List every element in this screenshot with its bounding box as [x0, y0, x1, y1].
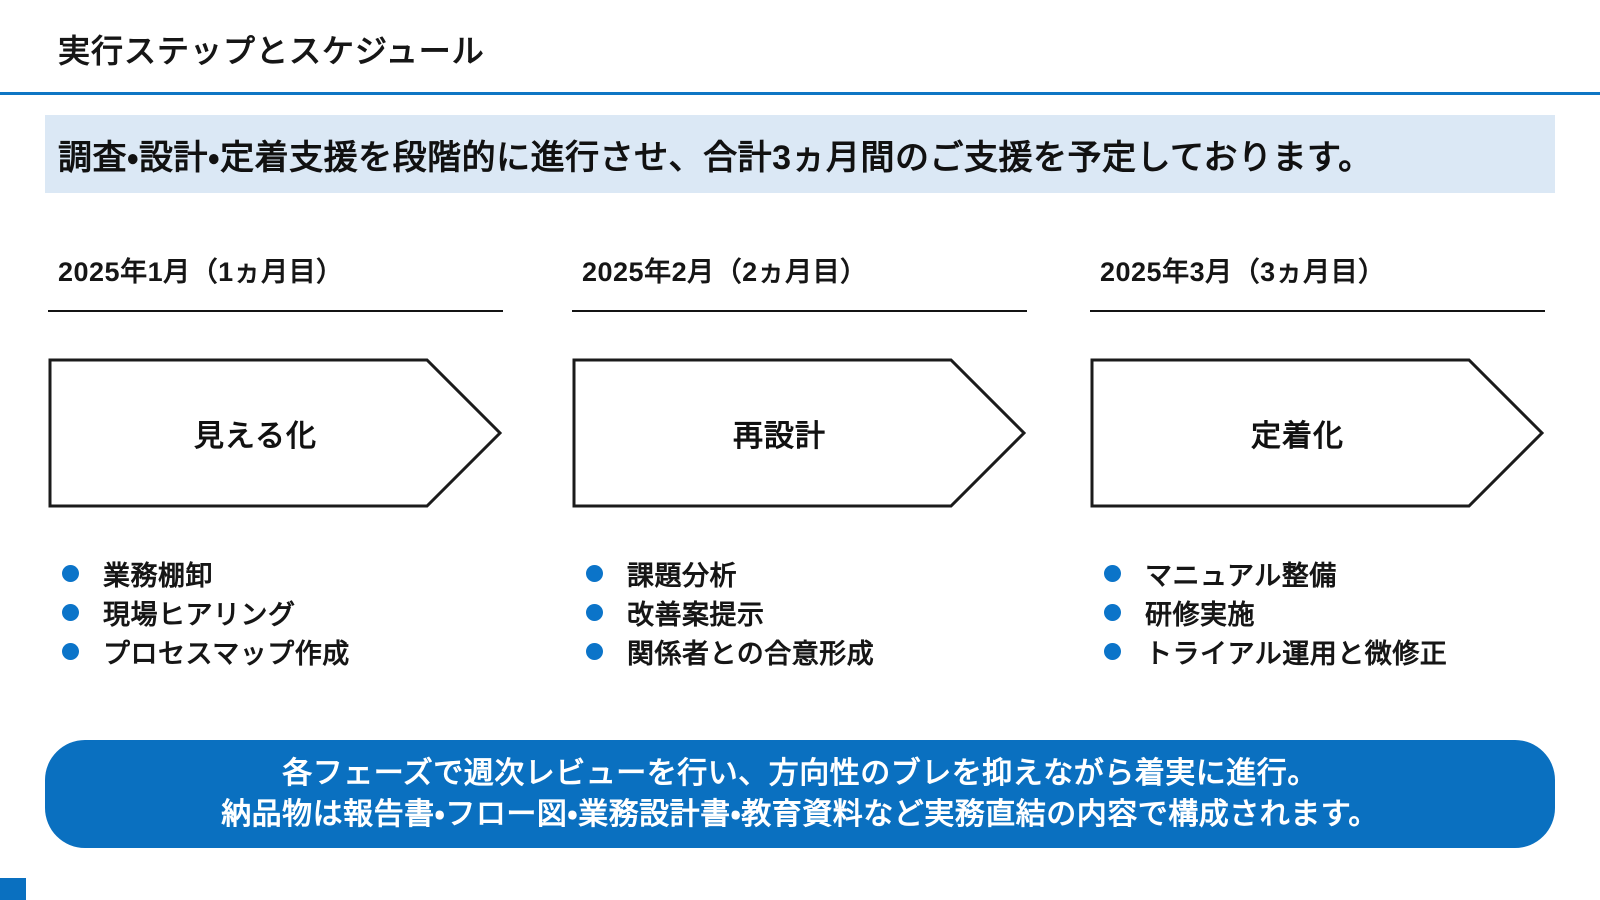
phase-2-step-label: 再設計: [733, 420, 826, 453]
bullet-icon: [62, 643, 79, 660]
footer-line-1: 各フェーズで週次レビューを行い、方向性のブレを抑えながら着実に進行。: [282, 757, 1318, 790]
lead-banner: 調査・設計・定着支援を段階的に進行させ、合計3ヵ月間のご支援を予定しております。: [45, 115, 1555, 193]
task-text: プロセスマップ作成: [103, 639, 350, 669]
task-text: 改善案提示: [627, 600, 765, 630]
bullet-icon: [1104, 643, 1121, 660]
task-text: 現場ヒアリング: [103, 600, 296, 630]
bullet-icon: [586, 565, 603, 582]
task-item: 課題分析: [572, 554, 1027, 593]
footer-note: 各フェーズで週次レビューを行い、方向性のブレを抑えながら着実に進行。 納品物は報…: [45, 740, 1555, 848]
phase-3-task-list: マニュアル整備 研修実施 トライアル運用と微修正: [1090, 554, 1545, 671]
bullet-icon: [1104, 604, 1121, 621]
phase-1-chevron: 見える化: [48, 358, 503, 508]
phase-column-3: 2025年3月（3ヵ月目） 定着化 マニュアル整備 研修実施 トライアル運用と微…: [1090, 255, 1545, 671]
title-divider: [0, 92, 1600, 95]
phase-1-period: 2025年1月（1ヵ月目）: [48, 255, 503, 312]
task-item: 現場ヒアリング: [48, 593, 503, 632]
bullet-icon: [62, 604, 79, 621]
chevron-arrow-icon: [1090, 358, 1545, 508]
phase-1-step-label: 見える化: [193, 420, 318, 453]
task-item: プロセスマップ作成: [48, 632, 503, 671]
phase-column-2: 2025年2月（2ヵ月目） 再設計 課題分析 改善案提示 関係者との合意形成: [572, 255, 1027, 671]
corner-accent: [0, 878, 26, 900]
bullet-icon: [586, 604, 603, 621]
chevron-arrow-icon: [572, 358, 1027, 508]
phase-3-chevron: 定着化: [1090, 358, 1545, 508]
phase-2-chevron: 再設計: [572, 358, 1027, 508]
task-text: 課題分析: [627, 561, 737, 591]
task-item: 関係者との合意形成: [572, 632, 1027, 671]
phase-column-1: 2025年1月（1ヵ月目） 見える化 業務棚卸 現場ヒアリング プロセスマップ作…: [48, 255, 503, 671]
task-text: 業務棚卸: [103, 561, 213, 591]
task-item: 研修実施: [1090, 593, 1545, 632]
phase-3-period: 2025年3月（3ヵ月目）: [1090, 255, 1545, 312]
task-item: トライアル運用と微修正: [1090, 632, 1545, 671]
task-text: マニュアル整備: [1145, 561, 1337, 591]
task-text: 研修実施: [1145, 600, 1255, 630]
phase-2-period: 2025年2月（2ヵ月目）: [572, 255, 1027, 312]
task-item: 業務棚卸: [48, 554, 503, 593]
phase-1-task-list: 業務棚卸 現場ヒアリング プロセスマップ作成: [48, 554, 503, 671]
phase-2-task-list: 課題分析 改善案提示 関係者との合意形成: [572, 554, 1027, 671]
chevron-arrow-icon: [48, 358, 503, 508]
task-text: トライアル運用と微修正: [1145, 639, 1448, 669]
phase-3-step-label: 定着化: [1251, 420, 1344, 453]
page-title: 実行ステップとスケジュール: [58, 33, 485, 69]
bullet-icon: [586, 643, 603, 660]
bullet-icon: [1104, 565, 1121, 582]
task-item: 改善案提示: [572, 593, 1027, 632]
task-item: マニュアル整備: [1090, 554, 1545, 593]
footer-line-2: 納品物は報告書・フロー図・業務設計書・教育資料など実務直結の内容で構成されます。: [221, 798, 1379, 831]
task-text: 関係者との合意形成: [627, 639, 875, 669]
bullet-icon: [62, 565, 79, 582]
